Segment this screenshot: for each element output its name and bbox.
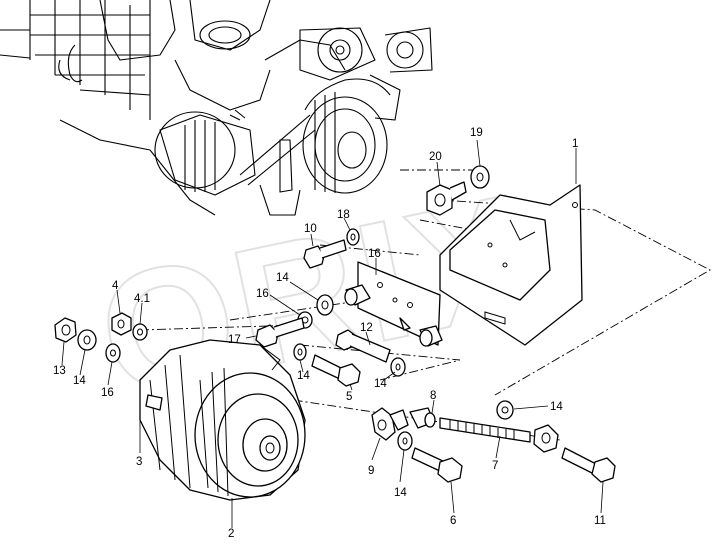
leader-lines <box>61 139 604 528</box>
washer-19 <box>470 165 490 189</box>
label-14-d: 14 <box>73 375 86 387</box>
part-labels: 1 19 20 18 10 16 14 16 17 12 14 14 5 4 4… <box>53 127 606 540</box>
label-19: 19 <box>470 127 483 139</box>
bracket-1 <box>439 184 583 346</box>
label-16-a: 16 <box>256 288 269 300</box>
label-14-a: 14 <box>276 272 289 284</box>
bolt-11 <box>561 447 616 483</box>
label-5: 5 <box>346 391 352 403</box>
label-2: 2 <box>228 528 234 540</box>
label-6: 6 <box>450 515 456 527</box>
label-3: 3 <box>136 456 142 468</box>
spacer-b <box>419 325 443 347</box>
bolt-6 <box>411 447 463 483</box>
label-12: 12 <box>360 322 373 334</box>
sleeve-8 <box>409 407 436 429</box>
label-15: 16 <box>368 248 381 260</box>
label-9: 9 <box>368 465 374 477</box>
bolt-12 <box>335 329 391 363</box>
link-9 <box>371 407 409 441</box>
label-14-f: 14 <box>550 401 563 413</box>
label-14-b: 14 <box>297 370 310 382</box>
label-8: 8 <box>430 390 436 402</box>
label-4: 4 <box>112 280 119 292</box>
nut-13 <box>54 317 77 343</box>
washer-16-left <box>105 343 121 363</box>
label-14-c: 14 <box>374 378 387 390</box>
label-14-e: 14 <box>394 487 407 499</box>
washer-14-far-right <box>496 400 514 420</box>
label-13: 13 <box>53 365 66 377</box>
bolt-10 <box>303 239 347 269</box>
label-18: 18 <box>337 209 350 221</box>
spacer-a <box>344 284 371 306</box>
label-20: 20 <box>429 151 442 163</box>
washer-14-right <box>390 357 406 377</box>
bolt-17 <box>255 317 305 348</box>
engine-block <box>0 0 433 216</box>
washer-14-upper <box>316 294 334 316</box>
label-7: 7 <box>492 460 498 472</box>
nut-4 <box>111 312 132 336</box>
washer-14-bottom <box>397 431 413 451</box>
washer-14-left <box>77 329 97 351</box>
bolt-5 <box>311 354 361 387</box>
label-17: 17 <box>228 334 241 346</box>
rod-7 <box>439 417 559 453</box>
label-10: 10 <box>304 223 317 235</box>
washer-14-mid <box>293 343 307 361</box>
label-4-1: 4.1 <box>134 293 150 305</box>
label-1: 1 <box>572 138 578 150</box>
washer-4-1 <box>132 323 148 341</box>
label-16-b: 16 <box>101 387 114 399</box>
label-11: 11 <box>594 515 606 527</box>
washer-18 <box>346 228 360 246</box>
screw-20 <box>426 181 467 216</box>
alternator-2 <box>139 339 306 501</box>
